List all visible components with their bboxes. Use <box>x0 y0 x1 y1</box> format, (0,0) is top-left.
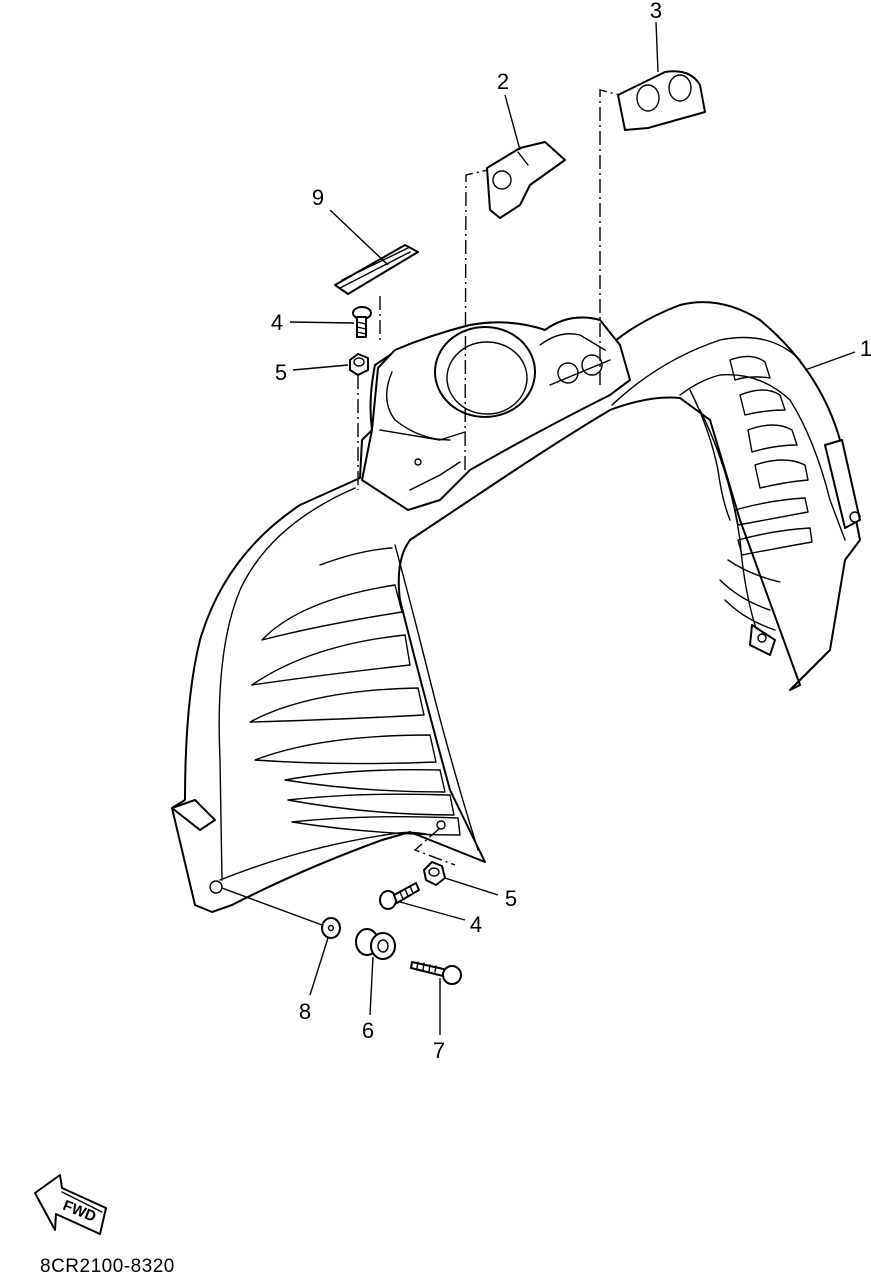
callout-4-lower: 4 <box>470 912 482 937</box>
callout-9: 9 <box>312 185 324 210</box>
leader-lines <box>221 21 856 1035</box>
callout-3: 3 <box>650 0 662 23</box>
meter-housing <box>361 316 631 511</box>
strip-part-9 <box>334 244 419 295</box>
callout-1: 1 <box>860 336 871 361</box>
hardware <box>321 306 462 985</box>
part-code: 8CR2100-8320 <box>40 1256 175 1274</box>
callout-4-upper: 4 <box>271 310 283 335</box>
callout-7: 7 <box>433 1038 445 1063</box>
callout-8: 8 <box>299 999 311 1024</box>
callout-5-upper: 5 <box>275 360 287 385</box>
callout-labels: 1 2 3 4 4 5 5 6 7 8 9 <box>271 0 871 1063</box>
assembly-lines <box>357 89 621 866</box>
plate-part-3 <box>617 70 706 131</box>
callout-5-lower: 5 <box>505 886 517 911</box>
fwd-arrow: FWD <box>34 1174 107 1235</box>
callout-2: 2 <box>497 69 509 94</box>
bracket-part-2 <box>486 141 566 219</box>
cover-panel <box>171 301 861 913</box>
callout-6: 6 <box>362 1018 374 1043</box>
